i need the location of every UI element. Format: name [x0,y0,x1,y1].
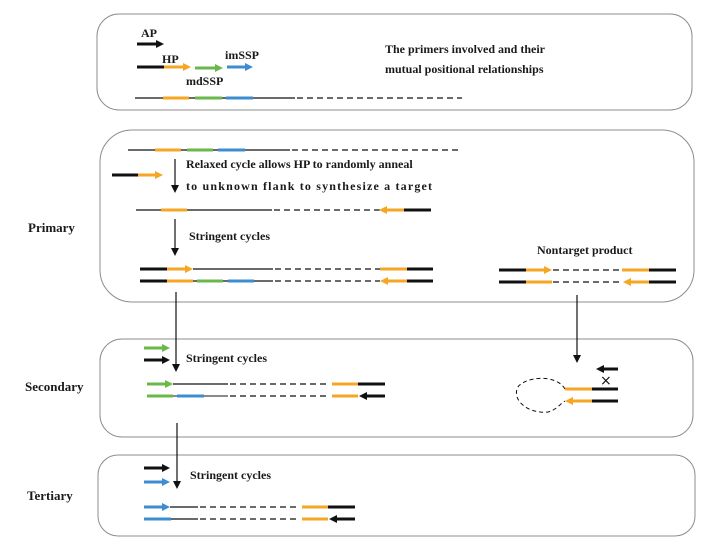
blocked-ap-primer-arrow [596,365,618,373]
primary-box [99,129,695,303]
primary-target-strand [136,206,431,214]
imssp-primer-arrow [227,63,253,71]
secondary-stringent-cycles-label: Stringent cycles [186,351,267,365]
flow-arrow-nontarget-to-hairpin [573,295,581,363]
legend-box [96,13,693,111]
hp-primer-arrow [137,63,191,71]
legend-description-line2: mutual positional relationships [385,62,544,76]
ap-primer-arrow-tertiary [144,464,170,472]
hp-label: HP [162,52,179,66]
legend-description-line1: The primers involved and their [385,42,546,56]
tertiary-stringent-cycles-label: Stringent cycles [190,468,271,482]
relaxed-cycle-text-line2: to unknown flank to synthesize a target [186,179,432,193]
stage-label-tertiary: Tertiary [27,488,73,503]
ap-primer-arrow-secondary [144,356,170,364]
imssp-primer-arrow-tertiary [144,478,170,486]
mdssp-label: mdSSP [186,74,223,88]
secondary-box [99,338,694,438]
flow-arrow-secondary-to-tertiary [173,423,181,489]
flow-arrow-primary-to-secondary [172,292,180,372]
stage-label-primary: Primary [28,220,75,235]
ap-label: AP [141,26,157,40]
flow-arrow-stringent-primary [171,219,179,256]
ap-primer-arrow [137,40,164,48]
primary-stringent-cycles-label: Stringent cycles [189,229,270,243]
blocked-x-icon: × [600,373,612,389]
imssp-label: imSSP [225,48,259,62]
relaxed-cycle-text-line1: Relaxed cycle allows HP to randomly anne… [186,157,413,171]
tertiary-target-duplex [144,503,355,523]
mdssp-primer-arrow [195,64,223,72]
nontarget-product-label: Nontarget product [537,243,632,257]
primary-target-duplex [140,265,433,285]
hairpin-nontarget-structure [515,377,618,413]
mdssp-primer-arrow-secondary [144,344,170,352]
nontarget-product-duplex [499,266,676,286]
tertiary-box [97,454,696,537]
flow-arrow-relaxed [171,159,179,193]
hp-primer-annealing-arrow [112,171,163,179]
secondary-target-duplex [147,380,385,400]
stage-label-secondary: Secondary [25,379,84,394]
